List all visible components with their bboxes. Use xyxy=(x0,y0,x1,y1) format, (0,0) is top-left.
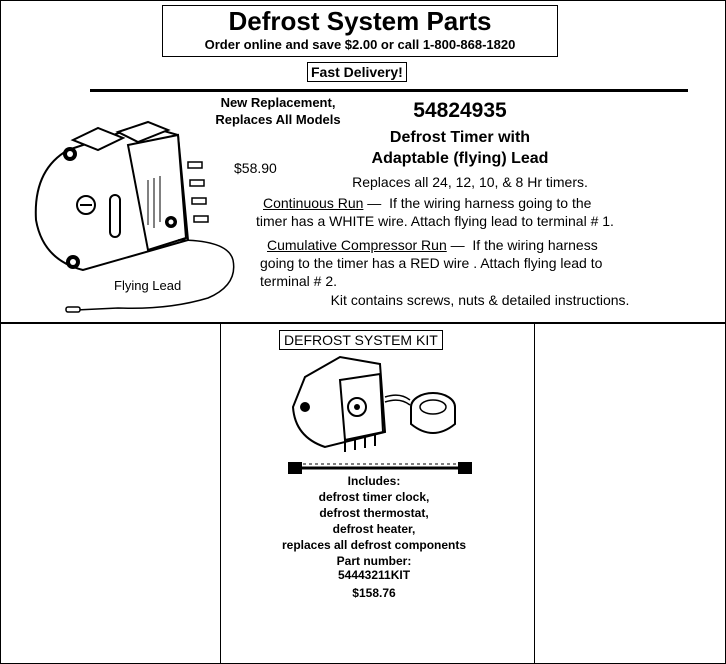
timer-price: $58.90 xyxy=(234,160,277,176)
continuous-run-section: Continuous Run — If the wiring harness g… xyxy=(256,195,614,229)
kit-item: replaces all defrost components xyxy=(281,538,467,552)
kit-item: defrost thermostat, xyxy=(319,506,429,520)
replaces-line: Replaces all 24, 12, 10, & 8 Hr timers. xyxy=(352,174,588,190)
kit-includes-label: Includes: xyxy=(347,474,401,488)
kit-contents-line: Kit contains screws, nuts & detailed ins… xyxy=(330,292,630,308)
replacement-tagline: New Replacement, Replaces All Models xyxy=(215,95,341,127)
timer-part-number: 54824935 xyxy=(413,99,507,122)
defrost-timer-illustration xyxy=(34,120,235,313)
page-title: Defrost System Parts xyxy=(228,6,492,36)
kit-part-number-label: Part number: xyxy=(336,554,412,568)
header-divider xyxy=(90,89,688,92)
kit-item: defrost heater, xyxy=(332,522,416,536)
kit-title: DEFROST SYSTEM KIT xyxy=(279,330,443,350)
header-box: Defrost System Parts Order online and sa… xyxy=(162,5,558,57)
kit-part-number: 54443211KIT xyxy=(337,568,411,582)
flying-lead-label: Flying Lead xyxy=(114,278,182,293)
cumulative-run-section: Cumulative Compressor Run — If the wirin… xyxy=(260,237,603,289)
continuous-run-heading: Continuous Run xyxy=(263,195,364,211)
timer-name: Defrost Timer with Adaptable (flying) Le… xyxy=(371,129,549,167)
section-divider xyxy=(0,322,726,324)
order-phone-line: Order online and save $2.00 or call 1-80… xyxy=(204,37,516,52)
fast-delivery-badge: Fast Delivery! xyxy=(307,62,407,82)
kit-item: defrost timer clock, xyxy=(318,490,430,504)
kit-price: $158.76 xyxy=(352,586,396,600)
defrost-kit-illustration xyxy=(288,355,472,474)
cumulative-run-heading: Cumulative Compressor Run xyxy=(267,237,447,253)
